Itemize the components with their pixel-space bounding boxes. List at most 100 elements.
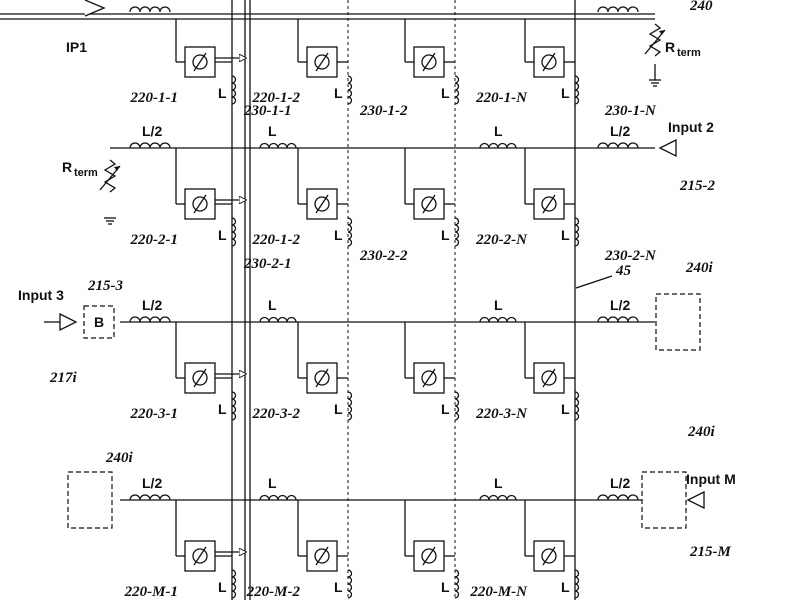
cell-label-220-3-1: 220-3-1 <box>130 406 179 422</box>
row-4-inductor-col3 <box>480 496 516 501</box>
vertical-l-label: L <box>334 579 343 595</box>
cell-label-220-1-N: 220-1-N <box>475 90 528 106</box>
phase-shifter-1-2 <box>307 47 337 77</box>
half-l-label-right: L/2 <box>610 475 630 491</box>
ref-45-label: 45 <box>615 263 632 279</box>
row-2-inductor-col1 <box>260 144 296 149</box>
vertical-inductor-2-3 <box>455 218 459 246</box>
cell-label-220-3-N: 220-3-N <box>475 406 528 422</box>
vertical-l-label: L <box>334 85 343 101</box>
rterm-resistor-row1 <box>645 24 665 56</box>
term-box-row3 <box>656 294 700 350</box>
vertical-inductor-3-3 <box>455 392 459 420</box>
cell-label-220-2-N: 220-2-N <box>475 232 528 248</box>
cell-label-220-1-1: 220-1-1 <box>130 90 179 106</box>
phase-shifter-2-3 <box>414 189 444 219</box>
input-2-label: Input 2 <box>668 119 714 135</box>
resistor-arrowhead <box>659 30 665 35</box>
phase-shifter-1-3 <box>414 47 444 77</box>
row-1-inductor-half-left <box>130 7 170 12</box>
input-m-label: Input M <box>686 471 736 487</box>
vlabel-230-1-1: 230-1-1 <box>243 103 292 119</box>
input-3-label: Input 3 <box>18 287 64 303</box>
vertical-l-label: L <box>218 227 227 243</box>
ground-row2 <box>104 218 116 224</box>
vertical-l-label: L <box>441 401 450 417</box>
phase-shifter-4-4 <box>534 541 564 571</box>
vertical-inductor-1-3 <box>455 76 459 104</box>
resistor-zigzag <box>650 24 660 56</box>
input-2-amplifier <box>660 140 676 156</box>
row-4-inductor-half-left <box>130 495 170 500</box>
input-2-ref: 215-2 <box>679 178 715 194</box>
rterm-sub-row1: term <box>677 47 701 59</box>
vertical-l-label: L <box>441 579 450 595</box>
vertical-inductor-3-2 <box>348 392 352 420</box>
vertical-l-label: L <box>334 227 343 243</box>
row-1: L220-1-1L220-1-2LL220-1-N230-1-1230-1-22… <box>130 0 714 119</box>
input-m-ref: 215-M <box>689 544 731 560</box>
vertical-l-label: L <box>561 401 570 417</box>
half-l-label-left: L/2 <box>142 297 162 313</box>
half-l-label-right: L/2 <box>610 297 630 313</box>
vertical-inductor-2-2 <box>348 218 352 246</box>
vertical-l-label: L <box>218 401 227 417</box>
term-box-ref-row3: 240i <box>685 260 714 276</box>
vertical-l-label: L <box>334 401 343 417</box>
vlabel-230-2-N: 230-2-N <box>604 248 657 264</box>
phase-shifter-4-3 <box>414 541 444 571</box>
row-4-inductor-col1 <box>260 496 296 501</box>
vertical-l-label: L <box>561 579 570 595</box>
vertical-l-label: L <box>441 85 450 101</box>
phase-shifter-1-4 <box>534 47 564 77</box>
ref-240-label: 240 <box>689 0 713 14</box>
vertical-inductor-1-2 <box>348 76 352 104</box>
l-label-col1: L <box>268 123 277 139</box>
phase-shifter-1-1 <box>185 47 215 77</box>
vertical-l-label: L <box>441 227 450 243</box>
buffer-label: B <box>94 314 104 330</box>
row-3-inductor-col3 <box>480 318 516 323</box>
cell-label-220-1-2: 220-1-2 <box>252 232 301 248</box>
vertical-l-label: L <box>218 579 227 595</box>
rterm-resistor-row2 <box>100 160 120 192</box>
phase-shifter-3-2 <box>307 363 337 393</box>
row-3-inductor-half-right <box>598 317 638 322</box>
buffer-ref: 217i <box>49 370 78 386</box>
rterm-sub-row2: term <box>74 167 98 179</box>
phase-shifter-4-2 <box>307 541 337 571</box>
row-4: L/2LLL/2L220-M-1L220-M-2LL220-M-N240i240… <box>68 424 736 600</box>
vertical-l-label: L <box>561 227 570 243</box>
vlabel-230-1-2: 230-1-2 <box>359 103 408 119</box>
cell-label-220-M-2: 220-M-2 <box>246 584 301 600</box>
phase-shifter-3-1 <box>185 363 215 393</box>
half-l-label-left: L/2 <box>142 475 162 491</box>
ground-row1 <box>649 80 661 86</box>
l-label-col3: L <box>494 475 503 491</box>
cell-label-220-M-1: 220-M-1 <box>124 584 178 600</box>
phase-shifter-2-2 <box>307 189 337 219</box>
input-3-ref: 215-3 <box>87 278 123 294</box>
vertical-inductor-4-3 <box>455 570 459 598</box>
row-3-inductor-half-left <box>130 317 170 322</box>
term-box-ref-row-m: 240i <box>105 450 134 466</box>
cell-label-220-3-2: 220-3-2 <box>252 406 301 422</box>
ip1-label: IP1 <box>66 39 87 55</box>
resistor-arrowhead <box>114 166 120 171</box>
vertical-inductor-4-2 <box>348 570 352 598</box>
vlabel-230-2-1: 230-2-1 <box>243 256 292 272</box>
phase-shifter-2-4 <box>534 189 564 219</box>
half-l-label-right: L/2 <box>610 123 630 139</box>
term-box-row-m-left <box>68 472 112 528</box>
row-3: L/2LLL/2L220-3-1L220-3-2LL220-3-NInput 3… <box>18 260 714 422</box>
l-label-col3: L <box>494 123 503 139</box>
row-2: L/2LLL/2L220-2-1L220-1-2LL220-2-N230-2-1… <box>62 119 715 272</box>
ref-45-leader <box>576 276 612 288</box>
term-box-ref-row-m-right: 240i <box>687 424 716 440</box>
l-label-col3: L <box>494 297 503 313</box>
rterm-label-row1: R <box>665 39 675 55</box>
vertical-l-label: L <box>218 85 227 101</box>
phase-shifter-3-3 <box>414 363 444 393</box>
